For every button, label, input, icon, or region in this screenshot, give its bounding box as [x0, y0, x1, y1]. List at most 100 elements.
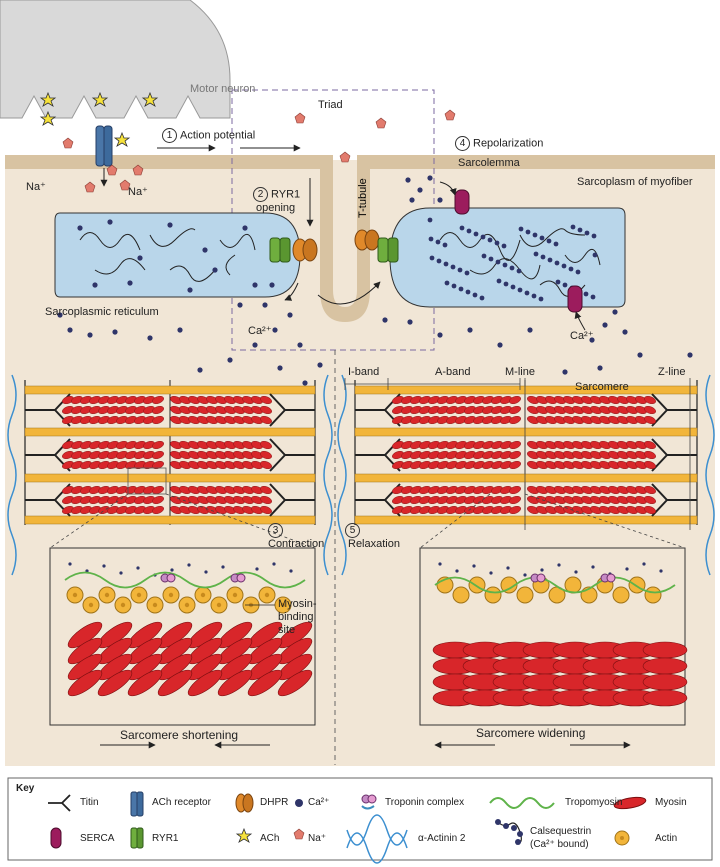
actin-bead	[500, 576, 518, 594]
bound-calcium-dot	[525, 229, 531, 235]
myosin-head	[509, 506, 521, 514]
calcium-dot	[170, 568, 174, 572]
key-ach-receptor: ACh receptor	[152, 797, 211, 808]
calcium-dot	[262, 302, 268, 308]
bound-calcium-dot	[538, 296, 544, 302]
tropomyosin-strand	[64, 571, 306, 589]
calcium-dot	[382, 317, 388, 323]
bound-calcium-dot	[568, 266, 574, 272]
calcium-dot	[597, 365, 603, 371]
myosin-head	[509, 496, 521, 504]
binding-site	[120, 602, 126, 608]
key-sodium: Na⁺	[308, 833, 327, 844]
bound-calcium-dot	[509, 265, 515, 271]
myosin-head	[509, 416, 521, 424]
sarcomere-relaxed	[337, 374, 715, 576]
arrow-serca-top	[439, 181, 457, 196]
dhpr-icon	[235, 793, 254, 813]
calcium-dot	[287, 312, 293, 318]
myosin-icon	[613, 796, 647, 810]
ryr1-icon	[130, 827, 144, 849]
actinin-icon	[346, 814, 408, 864]
bound-calcium-dot	[502, 262, 508, 268]
zoom-guides	[49, 493, 686, 549]
calcium-dot	[540, 568, 544, 572]
bound-calcium-dot	[546, 238, 552, 244]
key-calsequestrin-sub: (Ca²⁺ bound)	[530, 839, 589, 850]
calcium-dot	[177, 327, 183, 333]
calcium-dot	[237, 302, 243, 308]
calcium-dot	[602, 322, 608, 328]
calcium-dot	[242, 225, 248, 231]
bound-calcium-dot	[428, 236, 434, 242]
actin-bead	[612, 586, 630, 604]
z-line-label: Z-line	[658, 366, 686, 378]
calcium-dot	[591, 565, 595, 569]
bound-calcium-dot	[496, 278, 502, 284]
myosin-head	[642, 657, 688, 675]
bound-calcium-dot	[501, 243, 507, 249]
actinin-spring	[705, 374, 715, 576]
calcium-dot	[187, 563, 191, 567]
binding-site	[72, 592, 78, 598]
calcium-dot	[437, 197, 443, 203]
myosin-binding-label-1: Myosin-	[278, 598, 317, 610]
actin-filament	[24, 473, 316, 483]
calcium-dot	[255, 567, 259, 571]
sarcoplasm-label: Sarcoplasm of myofiber	[577, 176, 693, 188]
bound-calcium-dot	[435, 239, 441, 245]
calcium-dot	[277, 365, 283, 371]
actin-filament	[354, 385, 698, 395]
actinin-spring	[337, 374, 347, 576]
myosin-head	[642, 673, 688, 691]
myosin-head	[260, 496, 272, 504]
myosin-head	[277, 669, 313, 697]
bound-calcium-dot	[561, 263, 567, 269]
calcium-dot	[317, 362, 323, 368]
arrow-serca-bottom	[574, 311, 586, 331]
myosin-head	[152, 506, 164, 514]
key-actinin: α-Actinin 2	[418, 833, 466, 844]
bound-calcium-dot	[459, 225, 465, 231]
bound-calcium-dot	[547, 257, 553, 263]
bound-calcium-dot	[436, 258, 442, 264]
sarcolemma-band-right	[357, 155, 715, 169]
sarcolemma-band-left	[5, 155, 333, 169]
bound-calcium-dot	[591, 233, 597, 239]
step3-number: 3	[268, 523, 283, 538]
ca-label-right: Ca²⁺	[570, 330, 594, 342]
na-label-left: Na⁺	[26, 181, 46, 193]
widening-label: Sarcomere widening	[476, 726, 586, 740]
m-line-label: M-line	[505, 366, 535, 378]
myosin-head	[509, 406, 521, 414]
step5-number: 5	[345, 523, 360, 538]
calcium-dot	[659, 569, 663, 573]
calcium-dot	[625, 567, 629, 571]
calcium-dot	[77, 225, 83, 231]
sodium-ions	[62, 109, 456, 193]
binding-site	[232, 592, 238, 598]
myosin-head	[644, 396, 656, 404]
myosin-head	[260, 416, 272, 424]
bound-calcium-dot	[466, 228, 472, 234]
titin	[269, 483, 315, 517]
myosin-head	[644, 416, 656, 424]
calcium-dot	[489, 571, 493, 575]
step2-text: RYR1	[271, 188, 301, 201]
ach-stars	[39, 91, 159, 147]
troponin-icon	[361, 794, 377, 810]
myosin-head	[247, 669, 283, 697]
serca-top	[454, 189, 470, 215]
myosin-head	[509, 486, 521, 494]
calcium-dot	[687, 352, 693, 358]
myosin-head	[509, 396, 521, 404]
ryr1-right	[377, 237, 399, 263]
calcium-dot	[252, 342, 258, 348]
calcium-dot	[417, 187, 423, 193]
step2-sub: opening	[256, 202, 296, 214]
bound-calcium-dot	[554, 260, 560, 266]
tropomyosin-strand	[434, 576, 676, 594]
calcium-dot	[252, 282, 258, 288]
bound-calcium-dot	[457, 267, 463, 273]
